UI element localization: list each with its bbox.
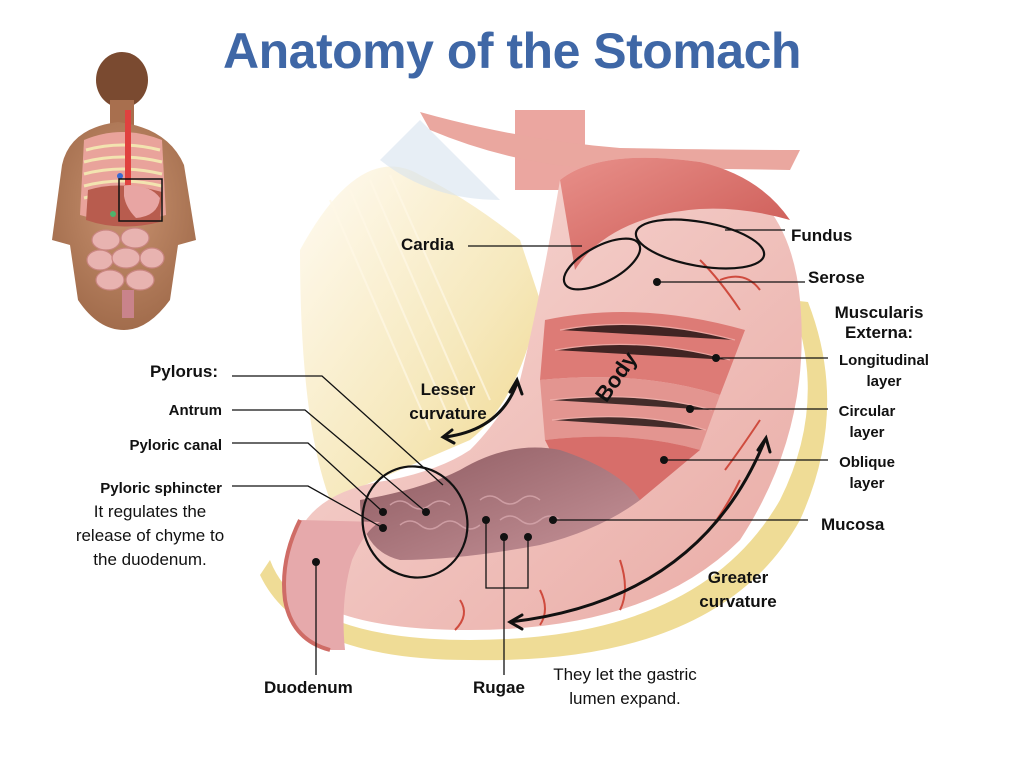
label-pyloric-sphincter: Pyloric sphincter: [100, 480, 222, 497]
mucosa-lumen: [360, 447, 640, 560]
label-antrum: Antrum: [168, 402, 222, 419]
label-greater-curvature: Greater curvature: [678, 566, 798, 614]
label-longitudinal-line2: layer: [866, 373, 902, 390]
body-inset-figure: [52, 52, 196, 330]
label-duodenum: Duodenum: [264, 678, 353, 697]
label-fundus: Fundus: [791, 226, 853, 245]
cardia-outline: [562, 237, 642, 291]
rugae-note-line1: They let the gastric: [553, 665, 697, 684]
fundus-muscle: [560, 157, 790, 270]
label-muscularis-externa: Muscularis Externa:: [815, 303, 943, 343]
pyloric-note-line3: the duodenum.: [93, 550, 207, 569]
label-oblique-line2: layer: [849, 475, 885, 492]
circular-layer-band: [540, 377, 720, 450]
label-longitudinal-line1: Longitudinal: [839, 352, 929, 369]
lesser-curvature-arrow: [444, 382, 519, 439]
label-rugae: Rugae: [473, 678, 525, 697]
leader-dots: [312, 278, 720, 566]
label-muscularis-line1: Muscularis: [834, 303, 924, 322]
label-oblique-layer: Oblique layer: [808, 452, 926, 494]
duodenum-tube: [284, 520, 380, 650]
label-pyloric-canal: Pyloric canal: [129, 437, 222, 454]
pyloric-sphincter-note: It regulates the release of chyme to the…: [40, 500, 260, 572]
label-lesser-line2: curvature: [409, 404, 487, 423]
label-lesser-line1: Lesser: [420, 380, 476, 399]
greater-curvature-arrow: [509, 439, 767, 624]
label-longitudinal-layer: Longitudinal layer: [825, 350, 943, 392]
label-muscularis-line2: Externa:: [844, 323, 914, 342]
page-title: Anatomy of the Stomach: [223, 23, 801, 79]
pyloric-note-line2: release of chyme to: [75, 526, 225, 545]
pyloric-note-line1: It regulates the: [93, 502, 207, 521]
label-pylorus: Pylorus:: [149, 362, 218, 381]
label-mucosa: Mucosa: [821, 515, 885, 534]
diaphragm: [420, 112, 800, 170]
label-circular-line1: Circular: [838, 403, 896, 420]
label-lesser-curvature: Lesser curvature: [388, 378, 508, 426]
leader-lines: [232, 229, 828, 675]
label-circular-layer: Circular layer: [808, 401, 926, 443]
label-circular-line2: layer: [849, 424, 885, 441]
label-serose: Serose: [808, 268, 865, 287]
rugae-note-line2: lumen expand.: [569, 689, 681, 708]
label-greater-line1: Greater: [707, 568, 769, 587]
label-oblique-line1: Oblique: [839, 454, 895, 471]
curvature-arrows: [444, 382, 767, 624]
fundus-outline: [634, 218, 766, 270]
rugae-note: They let the gastric lumen expand.: [530, 663, 720, 711]
label-cardia: Cardia: [401, 235, 454, 254]
pylorus-outline: [361, 465, 469, 579]
label-greater-line2: curvature: [699, 592, 777, 611]
oblique-layer-band: [545, 436, 700, 500]
lesser-omentum: [300, 166, 540, 500]
stomach-location-box: [118, 178, 163, 222]
